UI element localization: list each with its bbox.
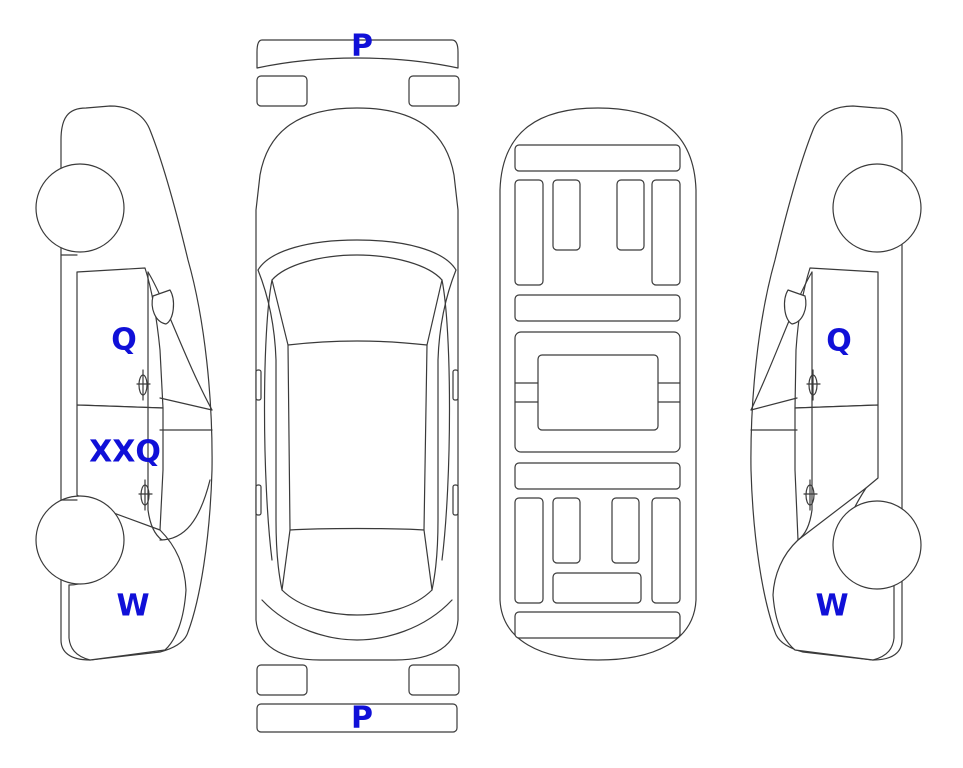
right-door-pillar: [797, 271, 813, 541]
underside-center-divider: [514, 382, 681, 403]
top-body-outline: [255, 107, 459, 661]
right-mirror-top: [452, 369, 459, 401]
underside-panel-front-bar: [514, 144, 681, 172]
right-rear-wheel: [832, 500, 922, 590]
underside-panel-front-left: [514, 179, 544, 286]
label-rear-bumper: P: [351, 701, 373, 736]
underside-panel-front-right: [651, 179, 681, 286]
left-rear-door-curve: [159, 479, 211, 541]
left-rear-handle-top: [255, 484, 262, 516]
trunk-line: [261, 599, 453, 641]
right-a-pillar: [431, 269, 457, 591]
rear-right-taillight: [408, 664, 460, 696]
left-front-door-handle: [136, 369, 151, 401]
left-front-wheel: [35, 163, 125, 253]
left-a-pillar: [257, 269, 283, 591]
right-side-view: [750, 105, 922, 661]
right-rear-door-handle: [803, 479, 818, 511]
underside-panel-front-right-inner: [616, 179, 645, 251]
underside-panel-rear-bar: [514, 611, 681, 639]
hood-line: [257, 239, 457, 271]
rear-left-taillight: [256, 664, 308, 696]
label-front-bumper: P: [351, 29, 373, 64]
label-left-rear-door: XXQ: [89, 435, 161, 470]
underside-panel-mid-bar-2: [514, 462, 681, 490]
underside-view: [499, 107, 697, 661]
left-rear-wheel: [35, 495, 125, 585]
front-bumper-panel[interactable]: [256, 39, 459, 69]
rear-bumper-panel[interactable]: [256, 703, 458, 733]
top-view: [255, 39, 460, 733]
underside-panel-center: [537, 354, 659, 431]
front-left-headlight: [256, 75, 308, 107]
left-rear-door-handle: [138, 479, 153, 511]
left-window-line: [147, 271, 213, 411]
left-mirror-top: [255, 369, 262, 401]
label-left-rear-quarter: W: [116, 589, 149, 624]
right-side-mirror: [783, 289, 807, 325]
left-door-pillar: [147, 271, 163, 541]
right-window-line: [750, 271, 813, 411]
label-right-rear-quarter: W: [815, 589, 848, 624]
left-roof-rail: [263, 279, 273, 561]
front-right-headlight: [408, 75, 460, 107]
left-sill-line: [60, 254, 78, 501]
roof: [287, 344, 428, 531]
damage-labels: P P Q XXQ W Q W: [89, 29, 852, 736]
underside-panel-front-left-inner: [552, 179, 581, 251]
underside-panel-mid-bar-1: [514, 294, 681, 322]
right-front-door-handle: [806, 369, 821, 401]
left-side-view: [35, 105, 213, 661]
underside-panel-rear-right-inner: [611, 497, 640, 564]
right-roof-rail: [441, 279, 451, 561]
right-front-wheel: [832, 163, 922, 253]
underside-panel-rear-center: [552, 572, 642, 604]
rear-window: [281, 529, 433, 616]
right-window-line-2: [750, 397, 798, 431]
label-right-front-door: Q: [826, 324, 852, 359]
left-side-mirror: [151, 289, 175, 325]
underside-panel-rear-right: [651, 497, 681, 604]
right-rear-handle-top: [452, 484, 459, 516]
left-window-line-2: [159, 397, 213, 431]
underside-panel-rear-left-inner: [552, 497, 581, 564]
label-left-front-door: Q: [111, 323, 137, 358]
underside-panel-rear-left: [514, 497, 544, 604]
